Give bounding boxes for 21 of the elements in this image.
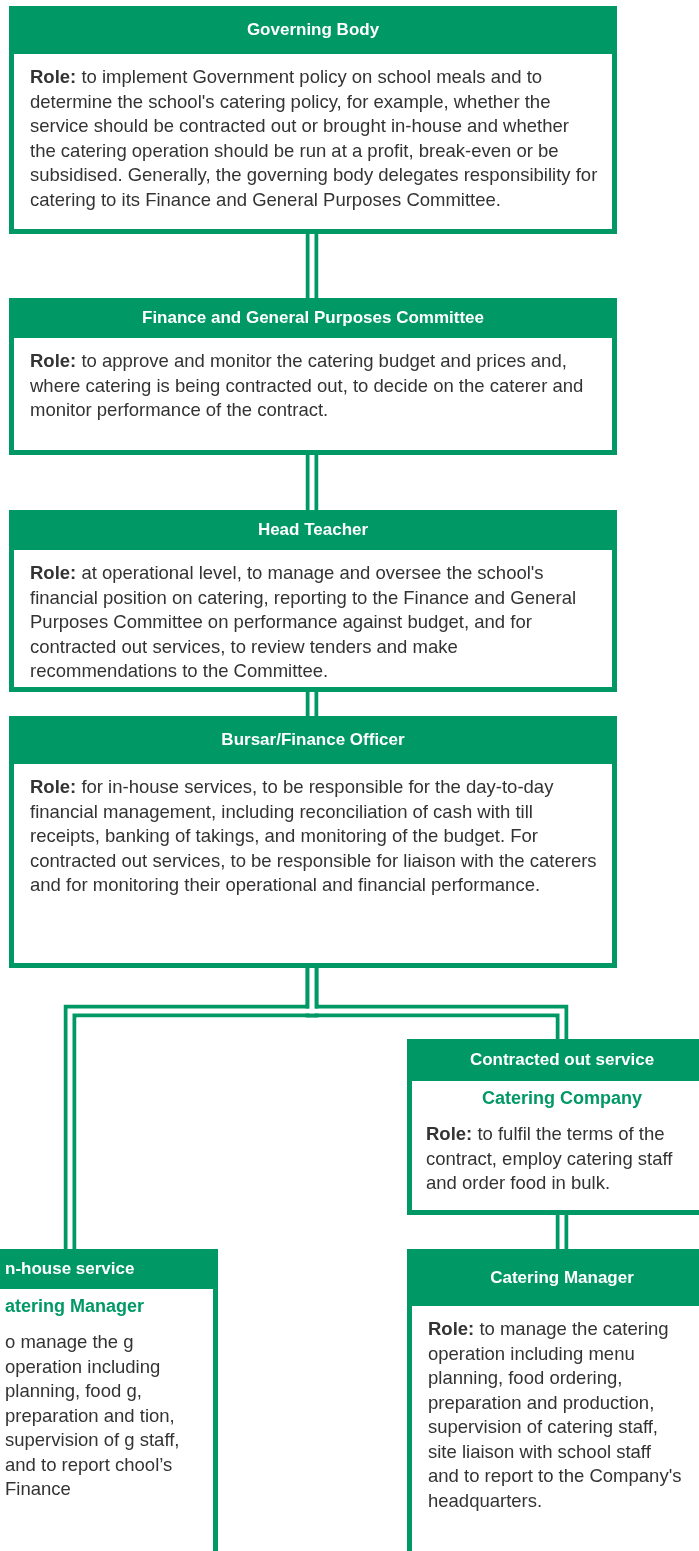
role-box — [9, 510, 617, 692]
role-text: Role: to fulfil the terms of the contract, employ catering staff and order food in bulk. — [425, 1122, 674, 1195]
role-box — [407, 1249, 699, 1551]
role-text: Role: for in-house services, to be responsible for the day-to-day financial management, including reconciliation of cash with till receipts, banking of takings, and monitoring of the budget. For contracted out services, to be responsible for liaison with the caterers and for monitoring their operational and financial performance. — [29, 775, 598, 897]
double-connector-line — [305, 234, 319, 298]
double-connector-line — [63, 968, 319, 1249]
double-connector-line — [555, 1215, 569, 1249]
subheading: Catering Company — [481, 1087, 643, 1110]
role-text: Role: to manage the catering operation including menu planning, food ordering, preparation and production, supervision of catering staff, site liaison with school staff and to report to the Company's headquarters. — [427, 1317, 683, 1513]
role-box — [9, 6, 617, 234]
subheading: atering Manager — [4, 1295, 146, 1318]
double-connector-line — [305, 455, 319, 510]
role-box — [0, 1249, 218, 1551]
role-text: o manage the g operation including planning, food g, preparation and tion, supervision of g staff, and to report chool’s Finance — [4, 1330, 181, 1501]
role-box — [407, 1039, 699, 1215]
role-text: Role: to implement Government policy on school meals and to determine the school's catering policy, for example, whether the service should be contracted out or brought in-house and whether the catering operation should be run at a profit, break-even or be subsidised. Generally, the governing body delegates responsibility for catering to its Finance and General Purposes Committee. — [29, 65, 599, 212]
role-text: Role: to approve and monitor the catering budget and prices and, where catering is being contracted out, to decide on the caterer and monitor performance of the contract. — [29, 349, 585, 422]
role-box — [9, 298, 617, 455]
double-connector-line — [305, 692, 319, 716]
role-box — [9, 716, 617, 968]
role-text: Role: at operational level, to manage and oversee the school's financial position on catering, reporting to the Finance and General Purposes Committee on performance against budget, and for contracted out services, to review tenders and make recommendations to the Committee. — [29, 561, 578, 683]
